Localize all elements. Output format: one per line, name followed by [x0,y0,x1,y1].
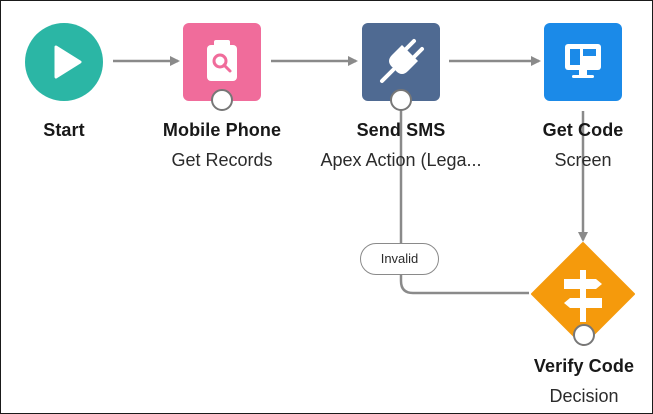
verify-code-connector-handle[interactable] [573,324,595,346]
mobile-phone-type: Get Records [171,150,273,170]
start-node[interactable] [25,23,103,101]
send-sms-node[interactable] [362,23,440,101]
verify-code-label: Verify Code [533,356,635,376]
send-sms-label-group: Send SMS Apex Action (Lega... [291,119,511,171]
clipboard-search-icon [183,23,261,101]
mobile-phone-label: Mobile Phone [162,120,282,140]
get-code-type: Screen [554,150,612,170]
get-code-node[interactable] [544,23,622,101]
get-code-label: Get Code [542,120,624,140]
mobile-phone-connector-handle[interactable] [211,89,233,111]
start-label: Start [43,120,85,140]
connector-invalid-to-send-sms[interactable] [399,109,529,295]
start-label-group: Start [1,119,174,141]
mobile-phone-node[interactable] [183,23,261,101]
send-sms-type: Apex Action (Lega... [320,150,482,170]
get-code-label-group: Get Code Screen [473,119,652,171]
send-sms-connector-handle[interactable] [390,89,412,111]
screen-icon [544,23,622,101]
decision-icon [531,242,635,346]
verify-code-label-group: Verify Code Decision [474,355,652,407]
play-icon [25,23,103,101]
mobile-phone-label-group: Mobile Phone Get Records [112,119,332,171]
verify-code-node[interactable] [530,241,636,347]
verify-code-type: Decision [549,386,619,406]
plug-icon [362,23,440,101]
send-sms-label: Send SMS [356,120,446,140]
invalid-outcome-label[interactable]: Invalid [360,243,439,275]
